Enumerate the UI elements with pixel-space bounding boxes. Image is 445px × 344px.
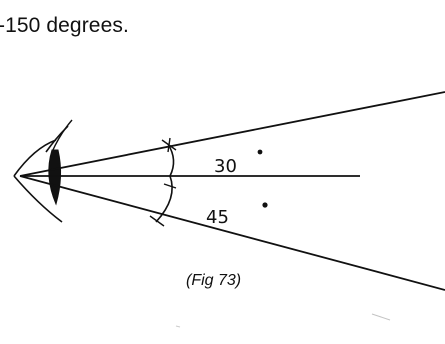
lower-degree-symbol bbox=[262, 202, 267, 207]
scan-speck bbox=[176, 326, 180, 327]
upper-eyelid-outer-line bbox=[52, 120, 72, 152]
pupil-lens-shape bbox=[49, 150, 61, 204]
upper-degree-symbol bbox=[258, 150, 263, 155]
figure-caption: (Fig 73) bbox=[186, 272, 241, 290]
scan-speck bbox=[372, 314, 390, 320]
lower-angle-label: 45 bbox=[206, 207, 229, 228]
upper-angle-label: 30 bbox=[214, 156, 237, 177]
